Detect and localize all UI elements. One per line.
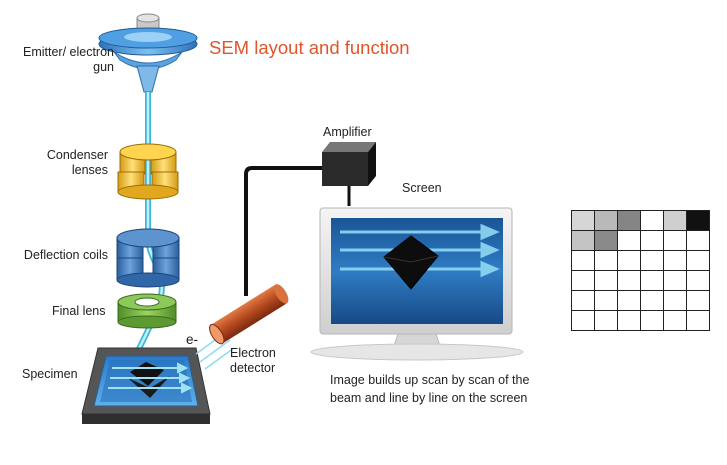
pixel-cell — [640, 210, 664, 231]
pixel-grid-row — [571, 310, 710, 331]
electron-detector — [209, 284, 289, 345]
pixel-cell — [663, 230, 687, 251]
pixel-cell — [640, 230, 664, 251]
pixel-cell — [571, 270, 595, 291]
pixel-cell — [571, 310, 595, 331]
label-emitter: Emitter/ electron gun — [22, 45, 114, 74]
pixel-cell — [617, 310, 641, 331]
pixel-grid-row — [571, 230, 710, 251]
pixel-cell — [617, 270, 641, 291]
pixel-cell — [663, 310, 687, 331]
pixel-cell — [686, 230, 710, 251]
amplifier — [322, 142, 376, 206]
label-electron: e- — [186, 332, 199, 347]
pixel-cell — [686, 210, 710, 231]
detector-cable — [244, 166, 326, 296]
pixel-cell — [594, 250, 618, 271]
screen-image-crystal — [383, 235, 439, 290]
pixel-grid-row — [571, 250, 710, 271]
final-lens — [117, 293, 177, 329]
pixel-cell — [686, 270, 710, 291]
monitor — [310, 207, 524, 361]
pixel-cell — [617, 210, 641, 231]
pixel-cell — [594, 290, 618, 311]
pixel-cell — [571, 210, 595, 231]
pixel-cell — [640, 250, 664, 271]
deflection-coils — [116, 228, 180, 288]
pixel-grid-row — [571, 210, 710, 231]
pixel-cell — [640, 290, 664, 311]
condenser-lenses — [117, 143, 179, 200]
pixel-cell — [640, 270, 664, 291]
pixel-cell — [571, 250, 595, 271]
label-screen: Screen — [402, 181, 442, 195]
label-amplifier: Amplifier — [323, 125, 372, 139]
pixel-cell — [617, 290, 641, 311]
pixel-cell — [686, 310, 710, 331]
pixel-cell — [594, 210, 618, 231]
pixel-cell — [571, 290, 595, 311]
pixel-cell — [594, 230, 618, 251]
pixel-cell — [663, 270, 687, 291]
pixel-cell — [663, 290, 687, 311]
pixel-grid-row — [571, 270, 710, 291]
pixel-cell — [663, 250, 687, 271]
label-final-lens: Final lens — [52, 304, 106, 318]
label-specimen: Specimen — [22, 367, 78, 381]
label-electron-detector: Electron detector — [230, 346, 276, 375]
specimen-scan-arrows — [108, 362, 193, 394]
scan-caption: Image builds up scan by scan of the beam… — [330, 373, 530, 405]
specimen-stage — [81, 347, 211, 424]
electron-gun — [98, 13, 198, 93]
label-deflection-coils: Deflection coils — [23, 248, 108, 262]
pixel-cell — [617, 230, 641, 251]
pixel-cell — [640, 310, 664, 331]
diagram-title: SEM layout and function — [209, 37, 410, 58]
pixel-cell — [594, 270, 618, 291]
pixel-grid-row — [571, 290, 710, 311]
pixel-cell — [617, 250, 641, 271]
pixel-grid — [571, 210, 710, 331]
pixel-cell — [686, 290, 710, 311]
label-condenser-lenses: Condenser lenses — [46, 148, 108, 177]
pixel-cell — [686, 250, 710, 271]
pixel-cell — [571, 230, 595, 251]
pixel-cell — [663, 210, 687, 231]
pixel-cell — [594, 310, 618, 331]
